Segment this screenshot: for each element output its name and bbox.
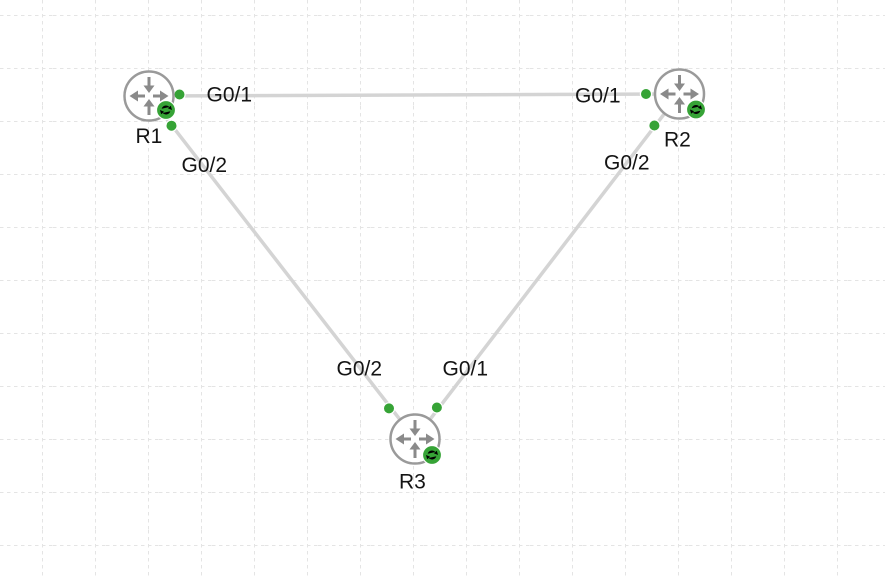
link-endpoint-dot (173, 88, 186, 101)
node-r1[interactable] (123, 70, 176, 122)
labels-layer: G0/1 G0/1 G0/2 G0/2 G0/2 G0/1 R1 R2 R3 (136, 84, 691, 494)
node-r3[interactable] (389, 413, 442, 465)
link-r1-r2[interactable] (148, 87, 680, 101)
status-running-icon (687, 100, 706, 119)
interface-label-r2-g0-2: G0/2 (604, 152, 650, 175)
interface-label-r1-g0-2: G0/2 (182, 154, 228, 177)
link-endpoint-dot (639, 87, 653, 101)
interface-label-r1-g0-1: G0/1 (207, 84, 253, 107)
node-label-r2: R2 (664, 129, 691, 152)
node-r2[interactable] (653, 68, 706, 120)
interface-label-r3-g0-2: G0/2 (337, 358, 383, 381)
link-r1-r3[interactable] (147, 94, 417, 441)
status-running-icon (157, 101, 176, 120)
status-running-icon (423, 446, 442, 465)
link-endpoint-dot (165, 119, 178, 132)
link-r2-r3[interactable] (413, 92, 681, 441)
interface-label-r2-g0-1: G0/1 (575, 85, 621, 108)
link-endpoint-dot (382, 402, 396, 415)
link-line[interactable] (148, 92, 680, 98)
node-label-r1: R1 (136, 125, 163, 148)
link-endpoint-dot (430, 401, 444, 414)
node-label-r3: R3 (399, 471, 426, 494)
link-line[interactable] (413, 92, 681, 441)
interface-label-r3-g0-1: G0/1 (443, 358, 489, 381)
link-endpoint-dot (648, 119, 661, 132)
links-layer (147, 87, 681, 441)
link-line[interactable] (147, 94, 417, 441)
